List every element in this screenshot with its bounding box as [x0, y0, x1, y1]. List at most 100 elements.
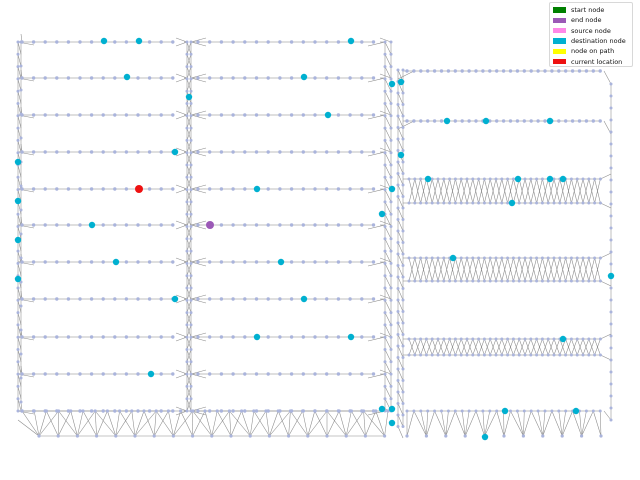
- graph-node: [439, 69, 444, 73]
- destination-node: [514, 175, 522, 183]
- graph-node: [313, 76, 317, 80]
- graph-edge: [367, 224, 386, 230]
- graph-node: [20, 372, 24, 376]
- graph-node: [419, 337, 423, 341]
- graph-node: [552, 279, 556, 283]
- graph-node: [383, 311, 387, 315]
- graph-edge: [464, 410, 470, 437]
- graph-node: [147, 260, 152, 264]
- graph-node: [185, 65, 189, 69]
- graph-edge: [397, 230, 404, 243]
- graph-edge: [397, 265, 404, 278]
- graph-edge: [530, 257, 537, 282]
- graph-edge: [553, 178, 561, 204]
- graph-node: [16, 397, 20, 401]
- graph-node: [396, 425, 400, 428]
- graph-node: [383, 52, 387, 56]
- graph-node: [495, 409, 499, 413]
- graph-node: [16, 311, 20, 315]
- graph-node: [189, 200, 193, 204]
- graph-edge: [190, 369, 207, 375]
- graph-node: [289, 260, 294, 264]
- graph-node: [424, 279, 428, 283]
- graph-node: [31, 187, 36, 191]
- graph-node: [185, 200, 189, 204]
- graph-node: [581, 337, 585, 341]
- graph-edge: [594, 257, 601, 282]
- graph-node: [383, 225, 387, 228]
- graph-node: [396, 252, 400, 256]
- graph-node: [511, 279, 515, 283]
- graph-node: [383, 348, 387, 351]
- graph-node: [89, 113, 94, 117]
- graph-node: [540, 279, 544, 283]
- graph-node: [185, 225, 189, 228]
- graph-node: [219, 260, 224, 264]
- graph-node: [506, 279, 510, 283]
- graph-edge: [397, 311, 404, 324]
- graph-node: [219, 223, 224, 227]
- graph-edge: [397, 345, 404, 358]
- destination-node: [300, 73, 308, 81]
- graph-node: [523, 177, 527, 181]
- graph-edge: [466, 178, 474, 204]
- graph-node: [231, 372, 235, 376]
- graph-node: [522, 409, 526, 413]
- graph-node: [413, 353, 417, 357]
- end-node: [206, 221, 214, 229]
- graph-node: [371, 372, 376, 376]
- destination-node: [347, 333, 355, 341]
- graph-node: [396, 68, 400, 72]
- graph-node: [78, 187, 82, 191]
- graph-node: [231, 150, 235, 154]
- graph-edge: [190, 37, 207, 43]
- destination-node: [112, 258, 120, 266]
- graph-node: [196, 260, 200, 264]
- graph-node: [254, 223, 259, 227]
- graph-edge: [588, 338, 595, 356]
- graph-node: [189, 311, 193, 315]
- graph-node: [474, 69, 478, 73]
- graph-node: [196, 113, 200, 117]
- graph-edge: [367, 373, 386, 379]
- graph-node: [301, 409, 305, 413]
- graph-node: [57, 409, 61, 413]
- graph-edge: [375, 410, 385, 437]
- graph-node: [383, 126, 387, 130]
- graph-node: [383, 40, 387, 44]
- graph-node: [396, 103, 400, 106]
- graph-node: [19, 376, 23, 380]
- graph-node: [609, 190, 613, 194]
- graph-edge: [600, 333, 612, 340]
- graph-edge: [542, 410, 553, 437]
- graph-node: [389, 126, 393, 130]
- graph-edge: [367, 77, 386, 83]
- graph-node: [254, 297, 259, 301]
- graph-node: [325, 223, 329, 227]
- graph-node: [543, 69, 547, 73]
- graph-node: [185, 52, 189, 56]
- graph-node: [266, 372, 270, 376]
- graph-node: [189, 323, 193, 327]
- graph-node: [494, 256, 498, 260]
- graph-edge: [571, 178, 578, 204]
- graph-node: [159, 335, 163, 339]
- graph-node: [383, 335, 387, 339]
- graph-edge: [241, 410, 251, 437]
- graph-node: [482, 353, 486, 357]
- graph-edge: [460, 338, 468, 356]
- graph-edge: [249, 410, 255, 437]
- graph-edge: [216, 410, 232, 437]
- graph-edge: [94, 410, 117, 437]
- graph-edge: [530, 338, 537, 356]
- graph-edge: [17, 361, 22, 375]
- graph-edge: [186, 66, 192, 79]
- graph-edge: [21, 410, 40, 437]
- graph-node: [494, 337, 498, 341]
- graph-node: [609, 178, 613, 182]
- graph-node: [543, 409, 547, 413]
- graph-node: [446, 409, 450, 413]
- graph-node: [185, 372, 189, 376]
- graph-node: [500, 177, 504, 181]
- graph-edge: [265, 410, 270, 437]
